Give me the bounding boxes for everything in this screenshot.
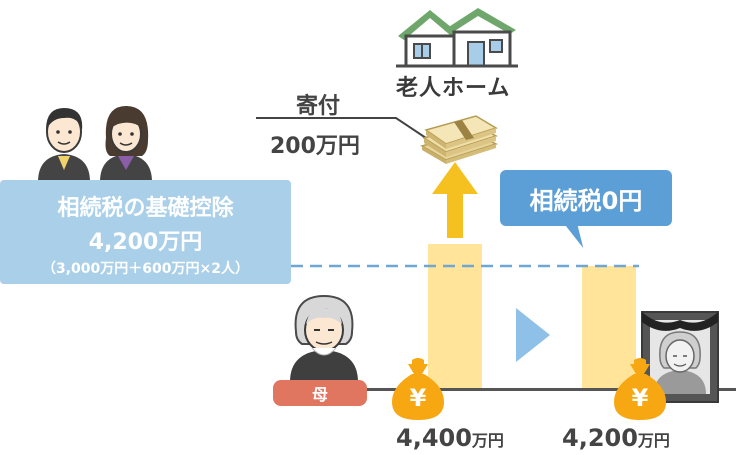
elderly-mother-icon — [290, 294, 358, 382]
donation-leader-line — [256, 117, 427, 139]
heirs-icon — [38, 106, 152, 182]
yen-symbol: ¥ — [410, 384, 427, 412]
estate-before-unit: 万円 — [471, 431, 504, 450]
house-icon — [396, 8, 518, 68]
money-bundle-icon — [420, 115, 498, 164]
yen-money-bag-icon: ¥ — [614, 358, 666, 420]
mother-badge: 母 — [273, 380, 367, 406]
estate-after-bar — [582, 266, 636, 390]
estate-after-unit: 万円 — [637, 431, 670, 450]
donation-amount: 200万円 — [270, 134, 360, 159]
basic-deduction-formula: （3,000万円＋600万円×2人） — [42, 261, 249, 277]
timeline-line — [366, 388, 736, 391]
estate-before-amount: 4,400万円 — [396, 424, 504, 452]
tax-result-box: 相続税0円 — [500, 170, 672, 226]
basic-deduction-title: 相続税の基礎控除 — [57, 196, 234, 221]
deduction-threshold-line — [291, 264, 639, 268]
yen-symbol: ¥ — [632, 384, 649, 412]
donation-label: 寄付 — [296, 94, 341, 119]
estate-before-bar — [428, 244, 482, 390]
arrow-up-icon — [432, 162, 478, 238]
basic-deduction-box: 相続税の基礎控除 4,200万円 （3,000万円＋600万円×2人） — [0, 180, 291, 284]
estate-after-amount: 4,200万円 — [562, 424, 670, 452]
home-label: 老人ホーム — [396, 76, 511, 101]
basic-deduction-amount: 4,200万円 — [88, 230, 203, 255]
yen-money-bag-icon: ¥ — [392, 358, 444, 420]
estate-before-number: 4,400 — [396, 424, 472, 452]
play-arrow-icon — [516, 308, 550, 362]
estate-after-number: 4,200 — [562, 424, 638, 452]
